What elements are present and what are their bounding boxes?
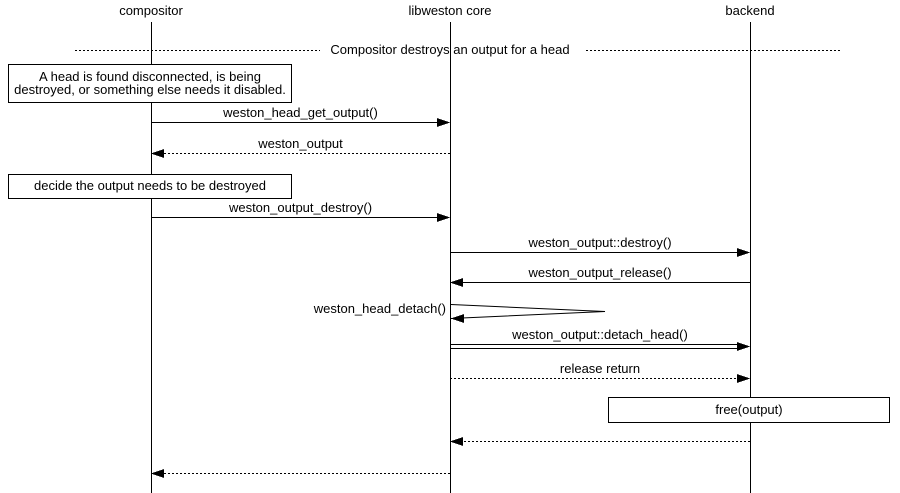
note-text: free(output) — [715, 401, 783, 417]
arrowhead-left-icon — [451, 314, 464, 323]
arrowhead-right-icon — [737, 374, 750, 383]
arrowhead-left-icon — [151, 469, 164, 478]
participant-backend: backend — [725, 3, 775, 18]
arrowhead-right-icon — [737, 248, 750, 257]
arrowhead-left-icon — [151, 149, 164, 158]
message-label-weston-head-get-output: weston_head_get_output() — [223, 105, 378, 120]
message-label-weston-output-destroy: weston_output_destroy() — [228, 200, 373, 215]
participant-libweston-core: libweston core — [408, 3, 492, 18]
message-label-weston-output-destroy-vfunc: weston_output::destroy() — [528, 235, 672, 250]
message-label-weston-head-detach: weston_head_detach() — [313, 301, 446, 316]
note-head-disconnected: A head is found disconnected, is being d… — [8, 64, 292, 103]
arrowhead-right-icon — [437, 118, 450, 127]
message-label-weston-output: weston_output — [258, 136, 343, 151]
note-text: A head is found disconnected, is being d… — [14, 69, 286, 97]
note-text: decide the output needs to be destroyed — [33, 178, 266, 194]
note-decide-destroy: decide the output needs to be destroyed — [8, 174, 292, 199]
arrow-weston-head-detach-loop — [450, 304, 606, 319]
arrowhead-right-icon — [437, 213, 450, 222]
divider-label: Compositor destroys an output for a head — [330, 42, 570, 57]
arrowhead-right-icon — [737, 342, 750, 351]
arrowhead-left-icon — [450, 437, 463, 446]
participant-compositor: compositor — [119, 3, 183, 18]
message-label-weston-output-detach-head: weston_output::detach_head() — [512, 327, 688, 342]
arrowhead-left-icon — [450, 278, 463, 287]
message-label-release-return: release return — [559, 361, 641, 376]
note-free-output: free(output) — [608, 397, 890, 423]
message-label-weston-output-release: weston_output_release() — [528, 265, 672, 280]
